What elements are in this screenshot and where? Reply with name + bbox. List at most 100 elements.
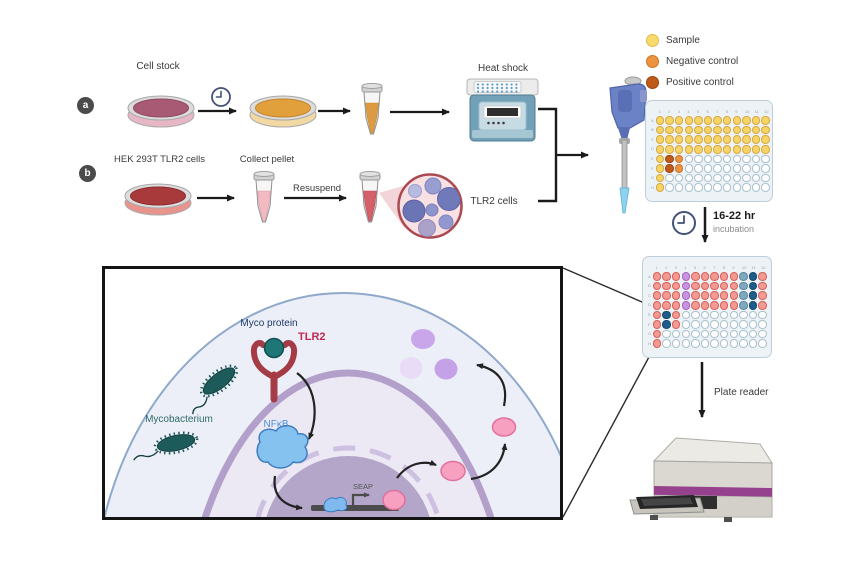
plate-col-label: 3: [674, 265, 677, 270]
merge-bracket: [538, 107, 558, 203]
plate-well: [655, 135, 665, 144]
mechanism-inset-box: SEAP: [102, 266, 563, 520]
plate-well: [719, 281, 729, 291]
plate-well: [700, 301, 710, 310]
pipette: [609, 76, 647, 214]
plate-well: [742, 164, 751, 173]
plate-well: [662, 301, 671, 310]
plate-well: [761, 145, 770, 154]
secreted-vesicles: [399, 329, 458, 380]
legend-item: Negative control: [646, 55, 738, 68]
plate-well: [662, 339, 671, 348]
plate-col-label: 7: [716, 109, 719, 114]
tlr2-cells-zoom-circle: [397, 173, 463, 239]
tube-sample: [361, 83, 383, 135]
plate-well: [684, 164, 694, 173]
plate-col-label: 10: [744, 109, 750, 114]
plate-well: [710, 301, 719, 310]
plate-well: [700, 329, 710, 339]
plate-well: [691, 320, 700, 329]
plate-well: [729, 281, 739, 291]
plate-well: [671, 281, 681, 291]
plate-well: [751, 116, 761, 125]
plate-well: [713, 125, 722, 135]
plate-row-label: H: [651, 184, 654, 190]
plate-well: [665, 116, 674, 125]
plate-well: [700, 339, 710, 348]
plate-well: [739, 329, 748, 339]
plate-row-label: B: [651, 127, 654, 133]
tlr2-label: TLR2: [298, 331, 326, 343]
seap-reporter-gene: SEAP: [311, 482, 406, 513]
plate-well: [710, 272, 719, 281]
plate-row-label: F: [651, 165, 654, 171]
plate-well: [694, 173, 703, 183]
plate-well: [652, 301, 662, 310]
plate-well: [758, 320, 767, 329]
plate-well: [719, 339, 729, 348]
plate-well: [742, 145, 751, 154]
plate-well: [758, 329, 767, 339]
plate-col-label: 4: [687, 109, 690, 114]
plate-row-label: E: [651, 155, 654, 161]
plate-well: [713, 154, 722, 164]
plate-well: [694, 154, 703, 164]
plate-well: [742, 183, 751, 192]
plate-well: [694, 135, 703, 144]
plate-col-label: 6: [703, 265, 706, 270]
plate-col-label: 11: [751, 265, 756, 270]
plate-well: [761, 173, 770, 183]
plate-well: [652, 291, 662, 300]
plate-reader-machine: [629, 437, 773, 522]
plate-well: [751, 164, 761, 173]
plate-well: [732, 116, 742, 125]
plate-well: [742, 125, 751, 135]
plate-well: [713, 145, 722, 154]
plate-well: [732, 125, 742, 135]
plate-col-label: 3: [677, 109, 680, 114]
plate-col-label: 12: [764, 109, 769, 114]
hek-cells-label: HEK 293T TLR2 cells: [114, 154, 205, 165]
plate-well: [703, 154, 713, 164]
plate-well: [758, 301, 767, 310]
plate-well: [703, 135, 713, 144]
plate-well: [710, 281, 719, 291]
plate-well: [694, 183, 703, 192]
flow-arrows: [197, 107, 709, 418]
seap-protein-cytoplasm: [440, 460, 466, 482]
plate-well: [710, 320, 719, 329]
plate-well: [722, 116, 732, 125]
plate-row-label: G: [651, 175, 655, 181]
plate-well: [713, 116, 722, 125]
plate-well: [739, 291, 748, 300]
plate-well: [719, 320, 729, 329]
plate-col-label: 1: [658, 109, 661, 114]
cell-stock-label: Cell stock: [136, 61, 180, 72]
plate-row-label: C: [651, 136, 654, 142]
plate-well: [710, 310, 719, 320]
plate-well: [665, 125, 674, 135]
plate-well: [691, 301, 700, 310]
plate-well: [729, 301, 739, 310]
seap-protein-membrane: [491, 417, 517, 437]
plate-well: [729, 272, 739, 281]
plate-well: [655, 116, 665, 125]
plate-row-label: D: [648, 302, 651, 308]
plate-well: [748, 301, 758, 310]
plate-well: [674, 173, 684, 183]
plate-col-label: 8: [725, 109, 728, 114]
mycobacterium-icon: [133, 431, 199, 461]
plate-well: [751, 135, 761, 144]
plate-col-label: 10: [741, 265, 747, 270]
plate-well: [719, 310, 729, 320]
plate-col-label: 5: [693, 265, 697, 270]
tlr2-cells-label: TLR2 cells: [470, 196, 518, 207]
plate-well: [748, 320, 758, 329]
plate-col-label: 8: [722, 265, 725, 270]
plate-well: [748, 339, 758, 348]
plate-well: [684, 154, 694, 164]
